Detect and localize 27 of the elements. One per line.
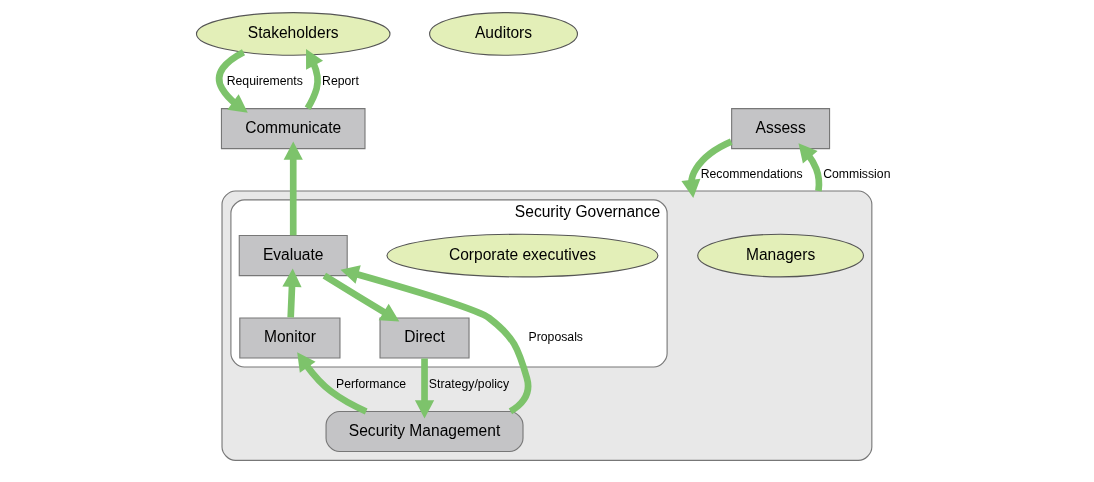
edge-label: Report (321, 74, 359, 88)
edge-label: Proposals (528, 330, 583, 345)
node-box: Direct (378, 317, 470, 359)
arrow (304, 49, 323, 110)
node-box: Communicate (220, 108, 366, 150)
arrow (797, 143, 822, 192)
node-box: Evaluate (238, 235, 348, 277)
arrow (414, 358, 434, 419)
node-box: Monitor (238, 317, 340, 359)
edge-label: Recommendations (700, 167, 803, 182)
cluster (220, 190, 872, 461)
arrow (322, 272, 399, 322)
edge-label: Strategy/policy (428, 376, 509, 391)
edge-label: Performance (335, 376, 406, 391)
node-box: Security Management (325, 410, 524, 453)
arrow (680, 138, 733, 199)
arrow (215, 49, 248, 113)
arrow (296, 352, 368, 415)
node-ellipse: Auditors (428, 12, 578, 56)
edge-label: Commission (822, 167, 890, 182)
arrow (281, 268, 302, 318)
node-ellipse: Managers (696, 233, 864, 278)
node-ellipse: Corporate executives (385, 233, 658, 278)
arrow (283, 141, 303, 236)
edge-label: Requirements (226, 74, 303, 88)
node-box: Assess (730, 108, 830, 150)
node-ellipse: Stakeholders (195, 12, 391, 56)
